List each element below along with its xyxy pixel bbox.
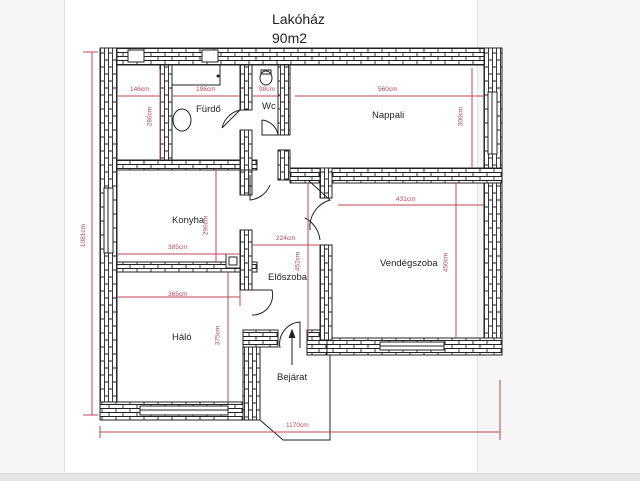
room-label-nappali: Nappali [372, 110, 405, 121]
toilet [259, 70, 273, 86]
dim-halo-height: 375cm [214, 325, 222, 346]
room-label-bejarat: Bejárat [277, 372, 308, 383]
dimension-lines [83, 51, 501, 440]
entry-arrow-icon [288, 328, 296, 365]
title-line-2: 90m2 [272, 30, 308, 46]
room-label-vendegszoba: Vendégszoba [380, 258, 438, 269]
horizontal-scrollbar[interactable] [0, 473, 640, 481]
doors [221, 109, 331, 349]
document-title: Lakóház 90m2 [272, 10, 325, 48]
room-label-wc: Wc [262, 101, 276, 112]
dim-eloszoba-width: 224cm [276, 235, 296, 242]
dim-nappali-height: 300cm [457, 106, 465, 127]
porch-outline [259, 355, 331, 441]
room-label-eloszoba: Előszoba [268, 272, 308, 283]
dim-konyha-height: 290cm [202, 215, 210, 236]
windows [103, 49, 498, 416]
dim-eloszoba-height: 452cm [294, 251, 302, 272]
room-label-konyha: Konyha [172, 215, 205, 226]
dim-nappali-width: 560cm [378, 86, 398, 93]
dim-halo-width: 365cm [168, 291, 188, 298]
title-line-1: Lakóház [272, 11, 325, 27]
dim-vendeg-width: 431cm [396, 196, 416, 203]
fixtures [171, 64, 273, 132]
dim-vendeg-height: 450cm [442, 252, 450, 273]
dim-furdo-width: 196cm [196, 86, 216, 93]
dim-storage-width: 146cm [130, 86, 150, 93]
dim-storage-height: 286cm [146, 106, 154, 127]
interior-walls [116, 64, 503, 341]
dim-wc-width: 98cm [259, 86, 275, 93]
room-label-furdo: Fürdő [196, 104, 221, 115]
document-page [64, 0, 478, 472]
sink [172, 108, 192, 132]
dim-total-width: 1170cm [286, 422, 309, 429]
dim-konyha-width: 385cm [168, 244, 188, 251]
dim-total-height: 1081cm [80, 223, 88, 248]
room-label-halo: Háló [172, 332, 192, 343]
bathtub [171, 64, 221, 86]
